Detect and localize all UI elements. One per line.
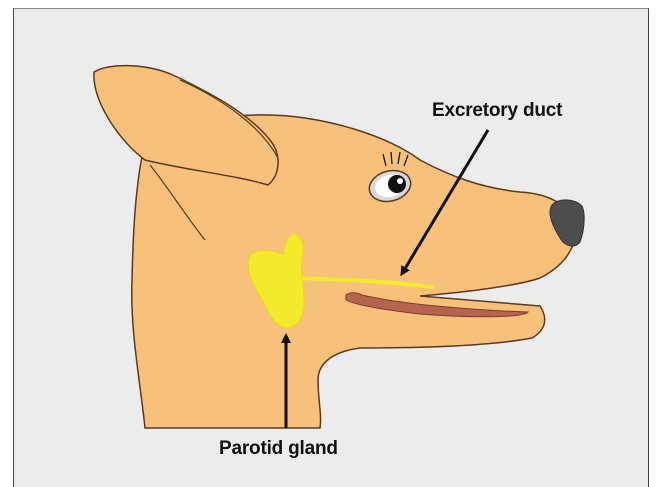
excretory-duct-label: Excretory duct — [432, 100, 562, 122]
ear-shape — [94, 66, 278, 185]
parotid-gland-label: Parotid gland — [219, 438, 338, 460]
